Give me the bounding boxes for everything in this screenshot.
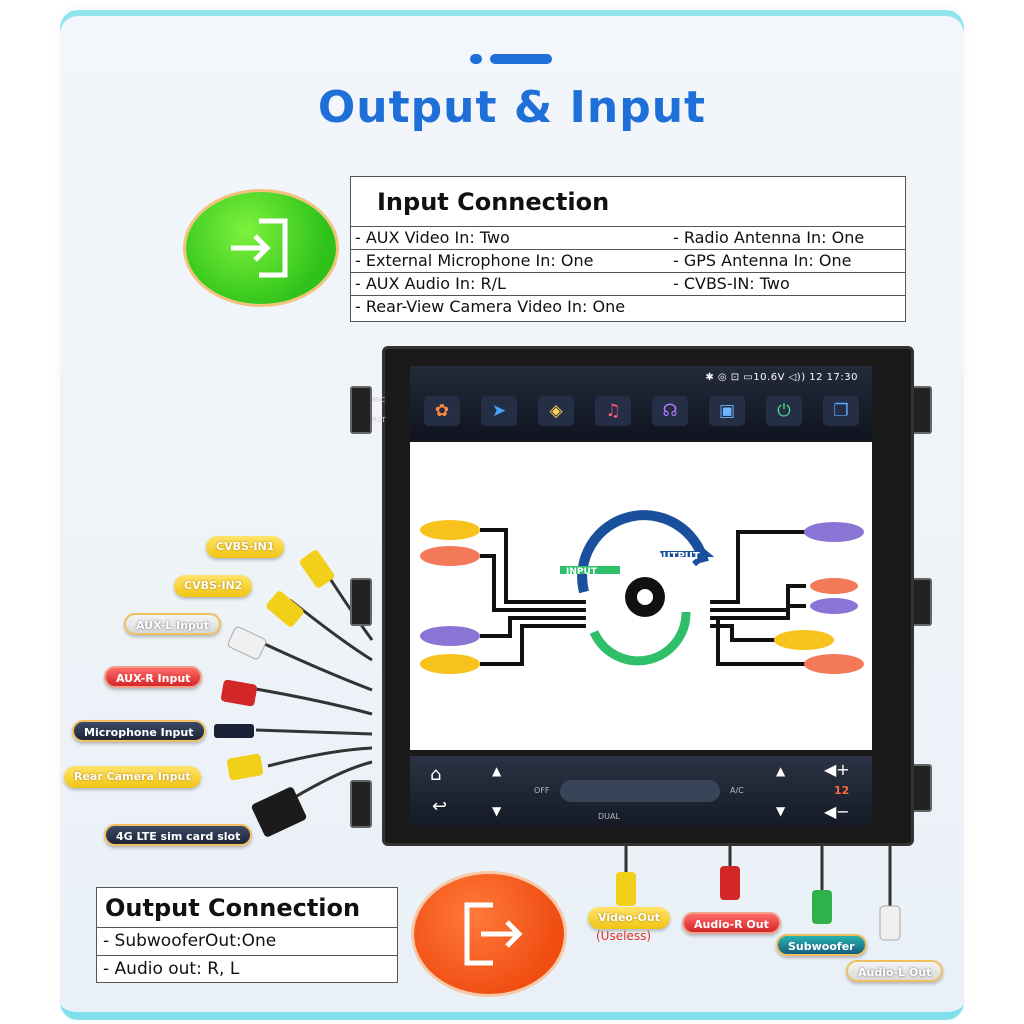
- table-row: - SubwooferOut:One: [97, 928, 397, 956]
- output-icon: [414, 874, 564, 994]
- label-microphone-input: Microphone Input: [72, 720, 206, 742]
- table-cell: - AUX Audio In: R/L: [355, 274, 506, 293]
- rca-plug-cvbs1: [299, 550, 335, 588]
- page-title: Output & Input: [317, 82, 707, 133]
- temp-up-left-icon[interactable]: ▲: [492, 764, 502, 778]
- table-row: - External Microphone In: One - GPS Ante…: [351, 250, 905, 273]
- table-cell: - AUX Video In: Two: [355, 228, 510, 247]
- diagram-input-label: INPUT: [566, 567, 598, 577]
- input-icon: [186, 192, 336, 304]
- input-connection-heading: Input Connection: [351, 177, 905, 227]
- table-row: - AUX Video In: Two - Radio Antenna In: …: [351, 227, 905, 250]
- climate-dual-label[interactable]: DUAL: [598, 812, 620, 821]
- label-audio-l-out: Audio-L Out: [846, 960, 944, 982]
- rst-label: RST: [372, 416, 386, 424]
- io-diagram: OUTPUT INPUT: [410, 442, 872, 750]
- mount-bracket: [350, 386, 372, 434]
- table-row: - Audio out: R, L: [103, 959, 240, 979]
- table-cell: - Rear-View Camera Video In: One: [355, 297, 626, 316]
- radio-icon[interactable]: ▣: [709, 396, 745, 426]
- label-audio-r-out: Audio-R Out: [682, 912, 781, 934]
- output-connection-table: Output Connection - SubwooferOut:One - A…: [96, 887, 398, 983]
- bluetooth-phone-icon[interactable]: ☊: [652, 396, 688, 426]
- rca-plug-aux-r: [220, 679, 258, 707]
- fan-speed-slider: [560, 780, 720, 802]
- mount-bracket: [350, 780, 372, 828]
- label-subwoofer: Subwoofer: [776, 934, 867, 956]
- table-cell: - GPS Antenna In: One: [673, 251, 852, 270]
- app-dock: ✿ ➤ ◈ ♫ ☊ ▣ ⏻ ❐: [424, 396, 859, 426]
- rca-plug-video-out: [616, 872, 636, 906]
- table-cell: - Radio Antenna In: One: [673, 228, 865, 247]
- layers-icon[interactable]: ◈: [538, 396, 574, 426]
- label-aux-l-input: AUX-L Input: [124, 613, 221, 635]
- status-bar: ✱ ◎ ⊡ ▭10.6V ◁)) 12 17:30: [705, 372, 858, 383]
- jack-plug-mic: [214, 724, 254, 738]
- sim-card-slot: [251, 787, 307, 837]
- mount-bracket: [350, 578, 372, 626]
- volume-up-icon[interactable]: ◀+: [824, 760, 850, 779]
- page-indicator: [470, 54, 552, 64]
- rca-plug-cvbs2: [266, 591, 304, 627]
- back-icon[interactable]: ↩: [432, 796, 448, 817]
- rca-plug-aux-l: [227, 626, 267, 660]
- output-port-marker: [810, 598, 858, 614]
- input-port-marker: [420, 626, 480, 646]
- temp-down-left-icon[interactable]: ▼: [492, 804, 502, 818]
- volume-level: 12: [834, 784, 850, 797]
- label-cvbs-in2: CVBS-IN2: [174, 575, 253, 597]
- input-port-marker: [420, 654, 480, 674]
- diagram-output-label: OUTPUT: [654, 551, 700, 562]
- status-and-app-bar: ✱ ◎ ⊡ ▭10.6V ◁)) 12 17:30 ✿ ➤ ◈ ♫ ☊ ▣ ⏻ …: [410, 366, 872, 440]
- output-port-marker: [810, 578, 858, 594]
- table-row: - AUX Audio In: R/L - CVBS-IN: Two: [351, 273, 905, 296]
- temp-up-right-icon[interactable]: ▲: [776, 764, 786, 778]
- navigation-icon[interactable]: ➤: [481, 396, 517, 426]
- rca-plug-rear-cam: [226, 753, 264, 781]
- label-rear-camera-input: Rear Camera Input: [64, 766, 201, 788]
- label-sim-slot: 4G LTE sim card slot: [104, 824, 253, 846]
- input-port-marker: [420, 546, 480, 566]
- climate-off-label[interactable]: OFF: [534, 786, 550, 795]
- rca-plug-subwoofer: [812, 890, 832, 924]
- apps-grid-icon[interactable]: ✿: [424, 396, 460, 426]
- indicator-bar: [490, 54, 552, 64]
- music-icon[interactable]: ♫: [595, 396, 631, 426]
- video-out-note: (Useless): [596, 929, 652, 943]
- output-port-marker: [804, 654, 864, 674]
- windows-icon[interactable]: ❐: [823, 396, 859, 426]
- label-aux-r-input: AUX-R Input: [104, 666, 203, 688]
- rca-plug-audio-r-out: [720, 866, 740, 900]
- volume-down-icon[interactable]: ◀−: [824, 802, 850, 821]
- output-connection-heading: Output Connection: [97, 888, 397, 928]
- home-icon[interactable]: ⌂: [430, 764, 442, 785]
- climate-bar: ⌂ ↩ ▲ ▼ OFF A/C DUAL ▲ ▼ ◀+ 12 ◀−: [410, 756, 872, 826]
- label-video-out: Video-Out: [588, 907, 670, 929]
- mic-label: MIC: [372, 396, 385, 404]
- indicator-dot: [470, 54, 482, 64]
- table-row: - Rear-View Camera Video In: One: [351, 296, 905, 319]
- climate-ac-label[interactable]: A/C: [730, 786, 744, 795]
- table-cell: - CVBS-IN: Two: [673, 274, 790, 293]
- output-port-marker: [804, 522, 864, 542]
- table-cell: - External Microphone In: One: [355, 251, 594, 270]
- rca-plug-audio-l-out: [879, 905, 901, 941]
- output-port-marker: [774, 630, 834, 650]
- input-port-marker: [420, 520, 480, 540]
- label-cvbs-in1: CVBS-IN1: [206, 536, 285, 558]
- power-icon[interactable]: ⏻: [766, 396, 802, 426]
- input-connection-table: Input Connection - AUX Video In: Two - R…: [350, 176, 906, 322]
- temp-down-right-icon[interactable]: ▼: [776, 804, 786, 818]
